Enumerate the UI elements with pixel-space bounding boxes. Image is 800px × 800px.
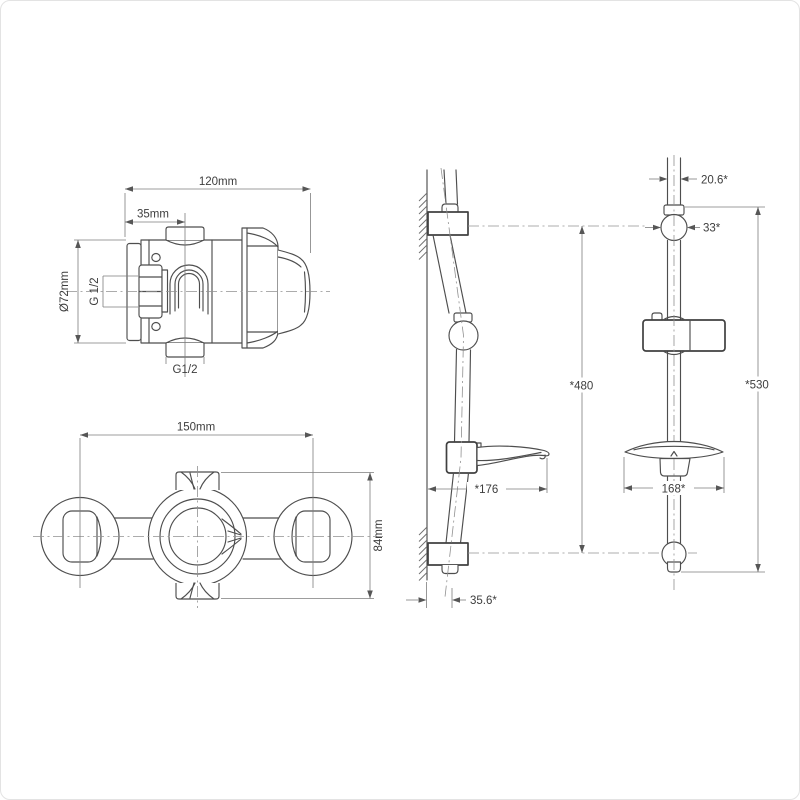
bottom-bracket-cap bbox=[441, 565, 459, 575]
dim-valve-front-centers: 150mm bbox=[79, 422, 314, 588]
dim-valve-side-width: 120mm bbox=[124, 176, 311, 253]
screw-hole-bottom bbox=[151, 321, 161, 332]
dish-cup bbox=[659, 457, 691, 477]
overall-height-label: *530 bbox=[745, 380, 769, 392]
dish-width-label: 168* bbox=[662, 484, 686, 496]
bracket-dia-label: 33* bbox=[703, 223, 721, 235]
soap-dish-front bbox=[624, 440, 724, 477]
dim-dish-reach: *176 bbox=[428, 458, 548, 496]
valve-front-view: 150mm 84mm bbox=[33, 422, 385, 608]
valve-offset-label: 35mm bbox=[137, 209, 169, 221]
dim-valve-thread-bottom: G1/2 bbox=[165, 357, 205, 376]
wall-hatch-top bbox=[418, 192, 428, 260]
dim-valve-thread-side: G 1/2 bbox=[89, 275, 138, 308]
top-bracket-cap bbox=[441, 203, 459, 212]
rail-front-view: 20.6* 33* *530 bbox=[623, 155, 777, 592]
wall-offset-label: 35.6* bbox=[470, 595, 497, 607]
dim-overall-height: *530 bbox=[681, 206, 777, 573]
soap-dish-side bbox=[476, 445, 550, 467]
outlet-elbow bbox=[169, 264, 209, 315]
dim-dish-width: 168* bbox=[623, 457, 725, 496]
fixing-centers-label: *480 bbox=[570, 381, 594, 393]
nut-collar bbox=[161, 269, 169, 313]
bottom-wall-bracket bbox=[427, 542, 469, 566]
dim-valve-side-offset: 35mm bbox=[125, 209, 185, 225]
dim-fixing-centers: *480 bbox=[562, 226, 601, 553]
rail-side-view: *480 *176 35.6* bbox=[406, 167, 697, 608]
top-wall-bracket bbox=[427, 211, 469, 236]
temperature-indicator bbox=[221, 518, 242, 555]
valve-width-label: 120mm bbox=[199, 176, 237, 188]
dim-bracket-dia: 33* bbox=[645, 223, 721, 235]
dish-reach-label: *176 bbox=[475, 484, 499, 496]
rail-axis-centerline bbox=[440, 167, 464, 598]
soap-dish-clamp bbox=[445, 441, 478, 474]
valve-centers-label: 150mm bbox=[177, 422, 215, 434]
slider-bracket bbox=[642, 312, 726, 356]
thread-bottom-label: G1/2 bbox=[173, 364, 198, 376]
dim-tube-width: 20.6* bbox=[649, 175, 728, 187]
control-knob bbox=[241, 227, 311, 349]
dim-valve-side-diameter: Ø72mm bbox=[59, 239, 126, 344]
valve-side-view: 120mm 35mm Ø72mm bbox=[59, 176, 330, 377]
thread-side-label: G 1/2 bbox=[89, 277, 101, 305]
wall-hatch-bottom bbox=[418, 526, 428, 581]
tube-width-label: 20.6* bbox=[701, 175, 728, 187]
valve-depth-label: 84mm bbox=[373, 520, 385, 552]
slider-lever bbox=[651, 312, 663, 320]
dim-valve-front-depth: 84mm bbox=[221, 472, 385, 599]
valve-diameter-label: Ø72mm bbox=[59, 271, 71, 312]
screw-hole-top bbox=[151, 252, 161, 263]
dim-wall-offset: 35.6* bbox=[406, 582, 497, 608]
